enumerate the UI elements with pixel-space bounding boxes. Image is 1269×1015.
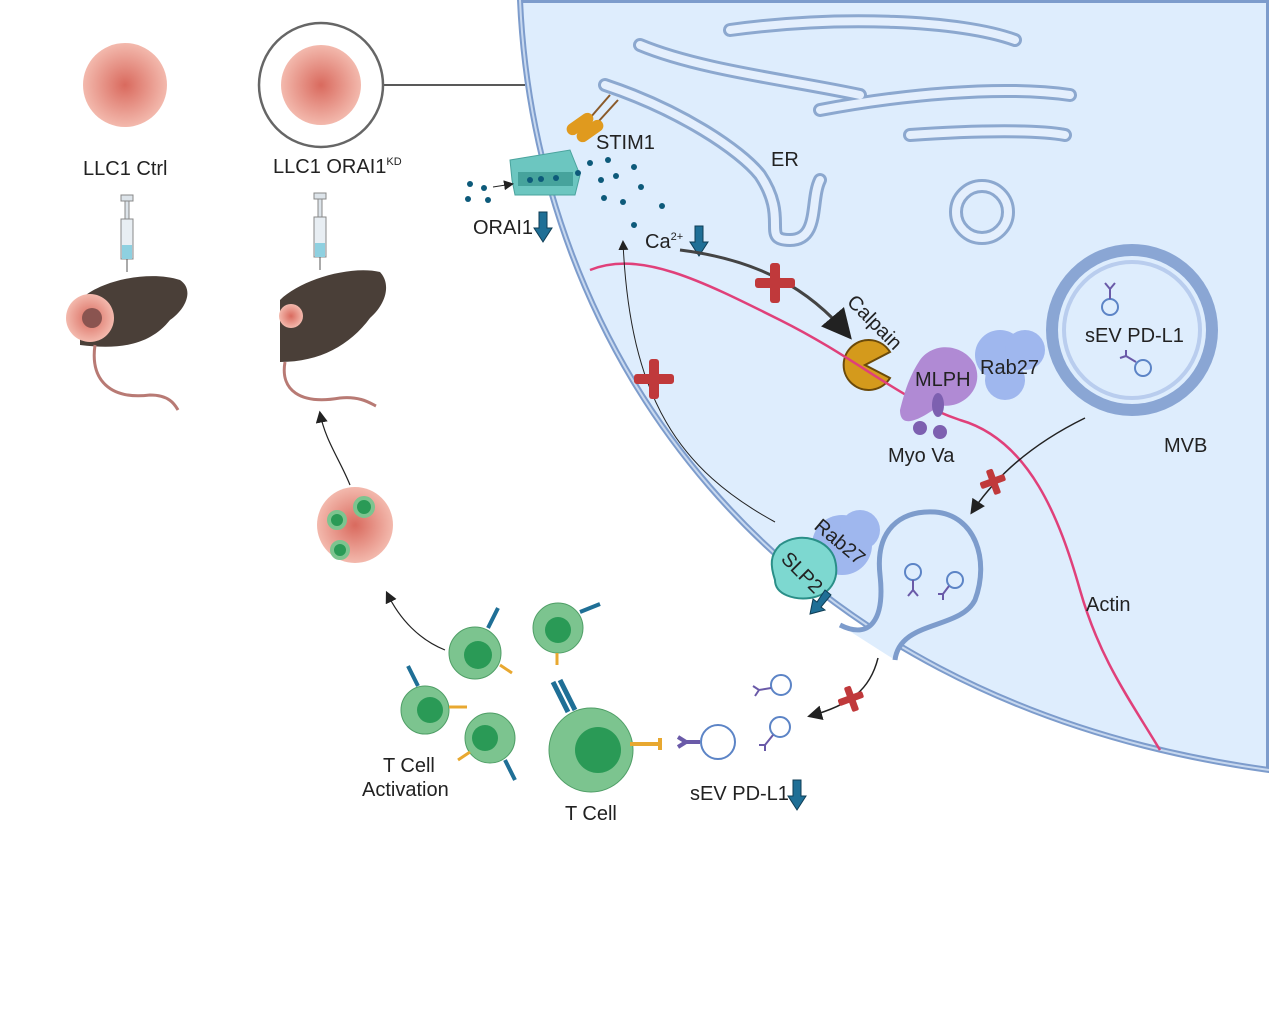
sev-pdl1-down-arrow-icon	[787, 779, 807, 811]
calcium-label: Ca2+	[645, 231, 683, 253]
er-label: ER	[771, 149, 799, 171]
llc1-orai1kd-label: LLC1 ORAI1KD	[273, 156, 402, 178]
calcium-down-arrow-icon	[689, 225, 709, 257]
mouse-orai1kd-icon	[279, 270, 387, 408]
myo-va-icon	[913, 393, 947, 439]
sev-pdl1-label: sEV PD-L1	[690, 783, 789, 805]
mvb-sev-pdl1-label: sEV PD-L1	[1085, 325, 1184, 347]
t-cell-activation-label-2: Activation	[362, 779, 449, 801]
inhibition-cross-icon	[755, 263, 795, 303]
calcium-ions	[465, 157, 665, 228]
inhibition-cross-icon	[979, 468, 1006, 495]
actin-filament	[589, 262, 1162, 751]
t-cell-activation-label-1: T Cell	[383, 755, 435, 777]
t-cell-main-icon	[548, 678, 662, 793]
myo-va-label: Myo Va	[888, 445, 955, 467]
secretion-arrow	[807, 657, 879, 721]
rab27-top-icon	[975, 330, 1045, 400]
mlph-icon	[900, 347, 978, 422]
mvb-fusion-arrow	[970, 417, 1086, 515]
activation-arrow	[385, 590, 446, 651]
tumor-growth-arrow	[315, 410, 351, 486]
orai1-label: ORAI1	[473, 217, 533, 239]
secreted-sev-pdl1	[676, 674, 792, 760]
actin-label: Actin	[1086, 594, 1130, 616]
mvb-label: MVB	[1164, 435, 1207, 457]
slp2-icon	[770, 536, 838, 600]
activated-t-cells-icon	[400, 602, 601, 781]
membrane-fusion-pocket	[838, 509, 984, 661]
sev-in-pocket	[904, 563, 964, 600]
inhibition-cross-icon	[837, 685, 864, 712]
llc1-ctrl-tumor-icon	[83, 43, 167, 127]
orai1-down-arrow-icon	[533, 211, 553, 243]
infiltrated-tumor-icon	[317, 487, 393, 563]
mvb-vesicle	[1046, 244, 1218, 416]
llc1-ctrl-label: LLC1 Ctrl	[83, 158, 167, 180]
mouse-ctrl-icon	[66, 276, 188, 411]
rab27-top-label: Rab27	[980, 357, 1039, 379]
orai1-channel-icon	[509, 149, 581, 196]
t-cell-label: T Cell	[565, 803, 617, 825]
syringe-icon	[120, 194, 134, 272]
stim1-label: STIM1	[596, 132, 655, 154]
mlph-label: MLPH	[915, 369, 971, 391]
syringe-icon	[313, 192, 327, 270]
slp2-calcium-arrow	[618, 240, 776, 523]
slp2-down-arrow-icon	[809, 589, 832, 615]
inhibition-cross-icon	[634, 359, 674, 399]
stim1-icon	[566, 94, 619, 143]
llc1-orai1kd-tumor-icon	[257, 21, 385, 149]
